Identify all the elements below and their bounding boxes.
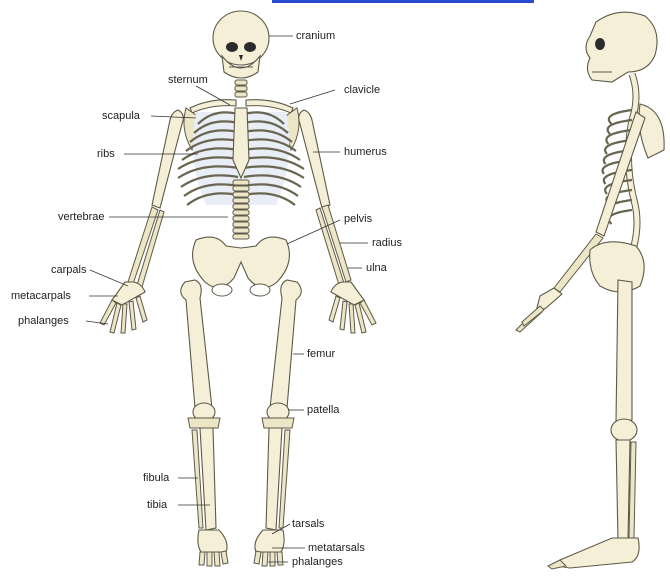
vertebra <box>233 210 249 215</box>
label-tarsals: tarsals <box>292 518 324 530</box>
label-metatarsals: metatarsals <box>308 542 365 554</box>
label-radius: radius <box>372 237 402 249</box>
label-metacarpals: metacarpals <box>11 290 71 302</box>
label-ribs: ribs <box>97 148 115 160</box>
vertebra <box>233 198 249 203</box>
vertebra <box>233 228 249 233</box>
vertebra <box>233 186 249 191</box>
front-skull <box>213 11 269 78</box>
vertebra <box>233 180 249 185</box>
label-patella: patella <box>307 404 339 416</box>
label-humerus: humerus <box>344 146 387 158</box>
label-tibia: tibia <box>147 499 167 511</box>
label-femur: femur <box>307 348 335 360</box>
vertebra <box>233 222 249 227</box>
vertebra <box>233 204 249 209</box>
vertebra <box>233 192 249 197</box>
front-spine <box>233 180 249 239</box>
label-clavicle: clavicle <box>344 84 380 96</box>
label-sternum: sternum <box>168 74 208 86</box>
label-fibula: fibula <box>143 472 169 484</box>
label-ulna: ulna <box>366 262 387 274</box>
vertebra <box>233 234 249 239</box>
label-phalanges-hand: phalanges <box>18 315 69 327</box>
label-scapula: scapula <box>102 110 140 122</box>
label-phalanges-foot: phalanges <box>292 556 343 568</box>
label-vertebrae: vertebrae <box>58 211 104 223</box>
front-skeleton <box>100 11 376 566</box>
label-cranium: cranium <box>296 30 335 42</box>
label-pelvis: pelvis <box>344 213 372 225</box>
front-left-foot <box>198 530 228 566</box>
front-neck <box>235 80 247 97</box>
side-skeleton <box>516 12 664 569</box>
label-carpals: carpals <box>51 264 86 276</box>
front-right-hand <box>329 282 376 333</box>
front-left-hand <box>100 282 147 333</box>
vertebra <box>233 216 249 221</box>
